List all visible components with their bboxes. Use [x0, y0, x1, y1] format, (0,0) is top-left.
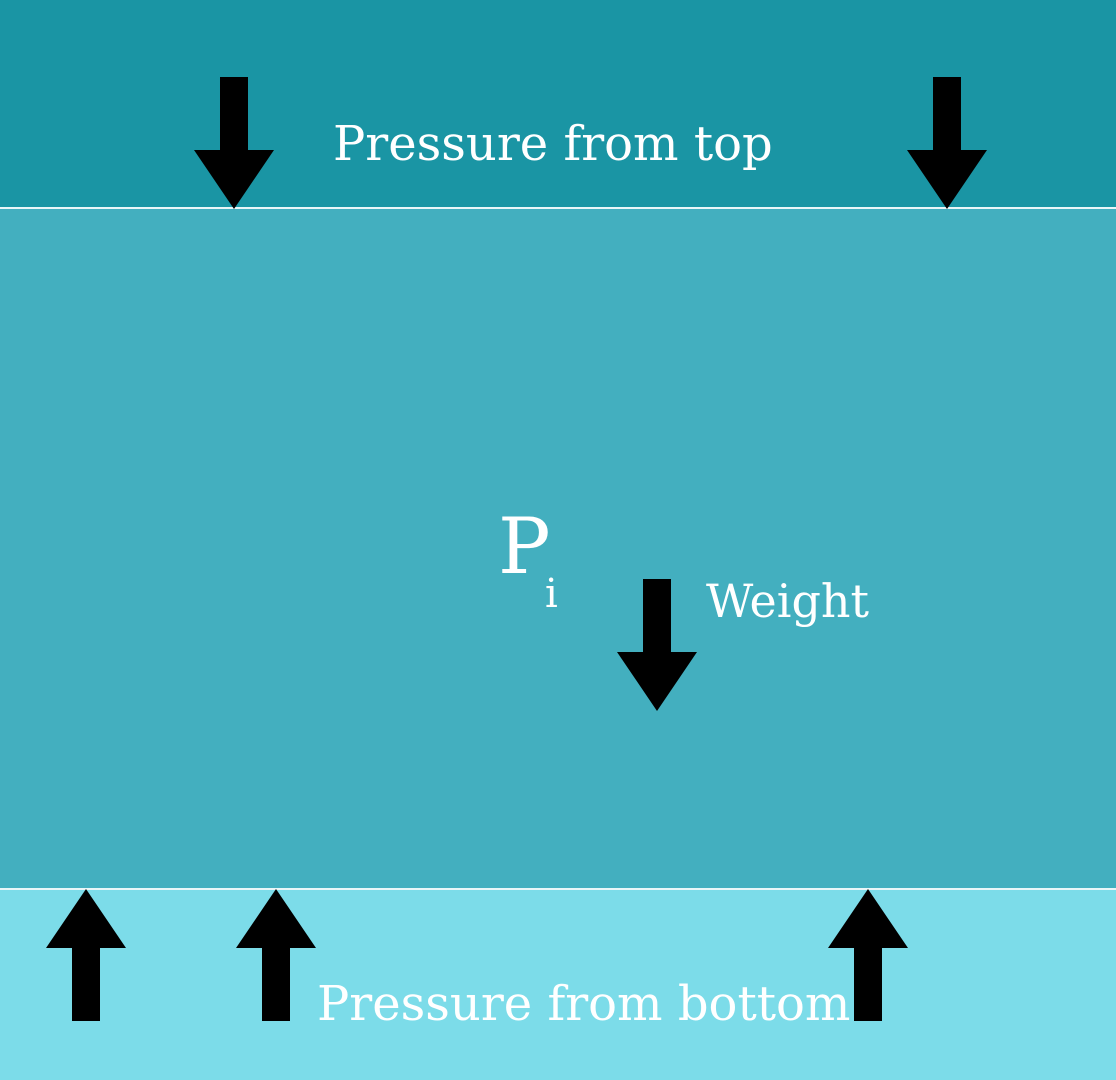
weight-label: Weight	[706, 574, 870, 628]
bottom-fluid-layer	[0, 890, 1116, 1080]
bottom-divider-line	[0, 888, 1116, 890]
pressure-symbol-subscript: i	[545, 571, 558, 617]
middle-fluid-layer	[0, 209, 1116, 888]
weight-arrow-icon	[617, 579, 697, 711]
bottom-pressure-left-arrow-icon	[46, 889, 126, 1021]
pressure-symbol: P i	[498, 508, 558, 614]
top-pressure-left-arrow-icon	[194, 77, 274, 209]
bottom-pressure-middle-arrow-icon	[236, 889, 316, 1021]
pressure-from-top-label: Pressure from top	[333, 116, 773, 172]
pressure-symbol-letter: P	[498, 502, 551, 592]
pressure-from-bottom-label: Pressure from bottom	[317, 976, 851, 1032]
top-divider-line	[0, 207, 1116, 209]
top-pressure-right-arrow-icon	[907, 77, 987, 209]
bottom-pressure-right-arrow-icon	[828, 889, 908, 1021]
